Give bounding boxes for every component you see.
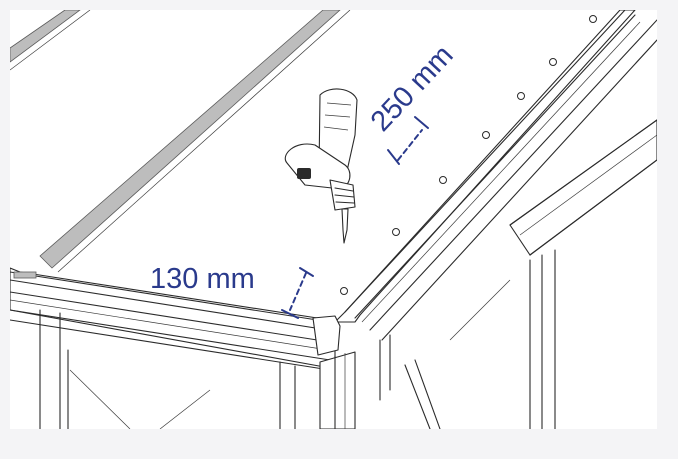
- screw: [340, 287, 348, 295]
- assembly-diagram-panel: 250 mm 130 mm: [10, 10, 657, 429]
- corner-bracket: [312, 315, 341, 356]
- support-posts: [39, 309, 391, 429]
- corner-post: [319, 351, 356, 429]
- dimension-250: 250 mm: [365, 39, 460, 165]
- rear-rafter: [509, 119, 657, 256]
- dimension-130-tick-end: [281, 309, 299, 319]
- screw: [549, 58, 557, 66]
- dimension-250-tick-end: [414, 116, 429, 129]
- front-gutter: [10, 267, 341, 371]
- ridge-beam-top: [334, 10, 636, 323]
- dimension-250-tick-start: [387, 149, 400, 165]
- rear-structure: [404, 119, 657, 429]
- roof-edge-strip-top: [10, 10, 81, 63]
- dimension-130: 130 mm: [150, 263, 314, 319]
- drill-bit: [341, 208, 349, 244]
- dimension-130-tick-start: [299, 267, 314, 277]
- screw: [517, 92, 525, 100]
- ridge-beam: [334, 10, 657, 341]
- gutter-end-cap: [13, 271, 37, 279]
- dimension-130-label: 130 mm: [150, 263, 255, 295]
- dimension-130-line: [289, 272, 307, 311]
- drill-chuck: [329, 179, 356, 211]
- screw: [439, 176, 447, 184]
- roof-panel: [10, 10, 351, 273]
- screw: [589, 15, 597, 23]
- screw: [392, 228, 400, 236]
- dimension-250-label: 250 mm: [365, 39, 460, 137]
- ridge-screws: [340, 15, 597, 295]
- dimension-250-line: [397, 129, 423, 161]
- assembly-diagram: 250 mm 130 mm: [10, 10, 657, 429]
- drill-battery-indicator: [297, 168, 311, 179]
- roof-edge-strip-middle: [39, 10, 341, 269]
- screw: [482, 131, 490, 139]
- cordless-drill-icon: [284, 88, 358, 244]
